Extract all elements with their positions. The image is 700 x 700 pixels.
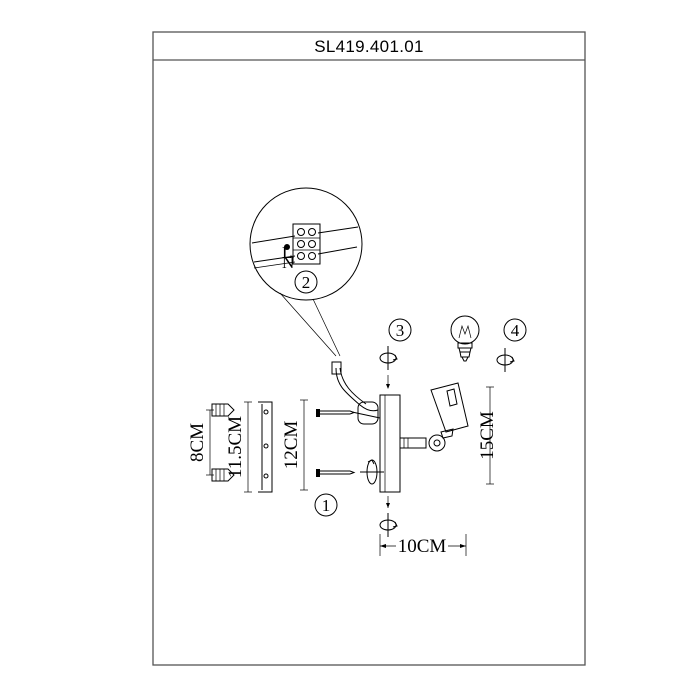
step-3-marker: [388, 318, 412, 342]
fixture-wires: [335, 367, 379, 412]
rotate-icon-top: [379, 346, 398, 370]
terminal-block: [292, 223, 321, 265]
dimension-anchor-spacing: 8CM: [187, 423, 208, 462]
rotate-icon-bottom: [379, 513, 398, 537]
wire-cable-top: [251, 235, 296, 244]
step-4-number: 4: [511, 321, 520, 340]
wall-anchor-bottom: [211, 468, 235, 482]
wiring-detail: N L 2: [249, 187, 363, 357]
live-label: L: [282, 243, 292, 262]
step-3-number: 3: [396, 321, 405, 340]
rotate-icon-bulb: [496, 348, 515, 372]
step-2-number: 2: [302, 273, 311, 292]
wall-anchor-top: [211, 403, 235, 417]
wall-bracket: [258, 401, 273, 493]
lamp-arm: [399, 434, 446, 452]
neutral-label: N: [282, 253, 294, 272]
dimension-mount-height: 12CM: [281, 421, 302, 470]
ground-screw-icon: [284, 244, 290, 250]
lamp-holder: [430, 382, 469, 439]
wire-cable-bottom: [253, 255, 296, 263]
step-1-number: 1: [322, 496, 331, 515]
model-title: SL419.401.01: [314, 37, 423, 56]
light-bulb-icon: [450, 315, 480, 362]
rotate-icon-plate: [360, 459, 384, 485]
screw-bottom: [316, 469, 356, 477]
dimension-depth: 10CM: [398, 536, 447, 557]
wiring-magnifier: [249, 187, 363, 301]
step-2-marker: [294, 270, 318, 294]
page-frame: [152, 31, 586, 666]
dimension-plate-height: 11.5CM: [225, 416, 246, 478]
dimension-lamp-height: 15CM: [477, 411, 498, 460]
step-4-marker: [503, 318, 527, 342]
screw-top: [316, 409, 356, 417]
step-1-marker: [314, 493, 338, 517]
